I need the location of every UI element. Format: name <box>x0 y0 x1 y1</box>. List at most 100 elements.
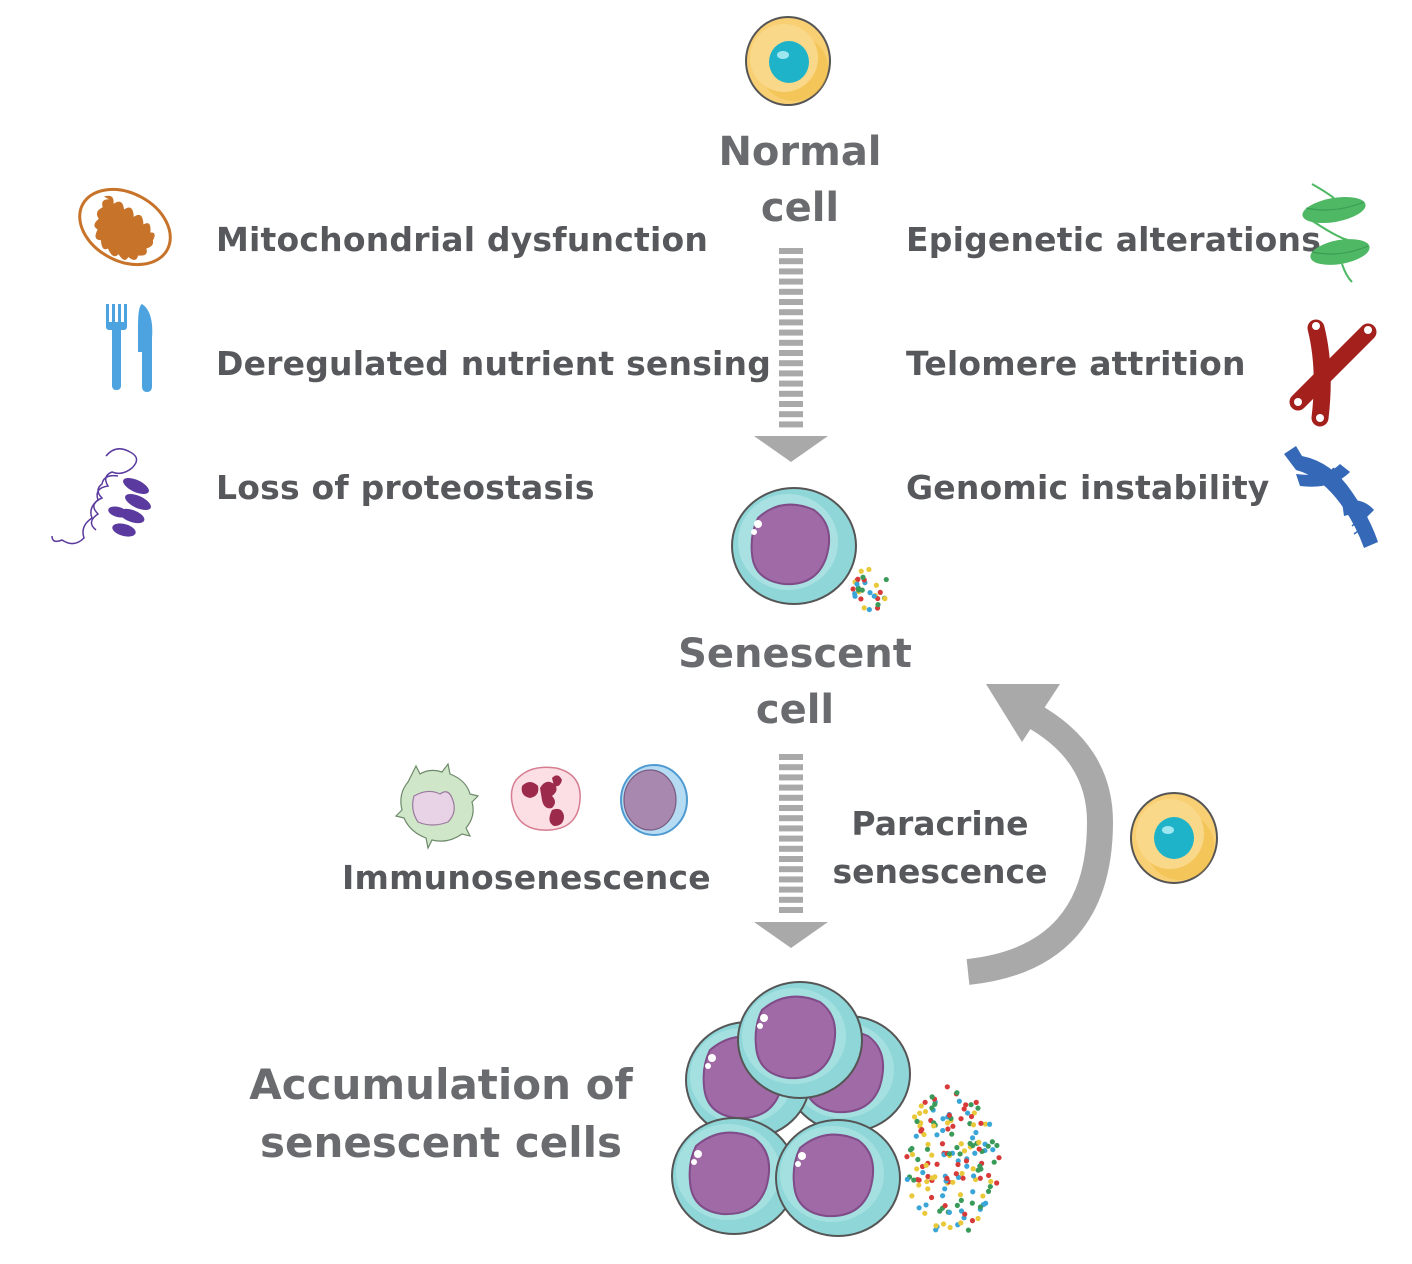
secretion-particle <box>976 1146 982 1152</box>
secretion-particle <box>942 1203 948 1209</box>
secretion-particle <box>961 1148 968 1154</box>
accumulation-line1: Accumulation of <box>249 1060 633 1109</box>
secretion-particle <box>968 1113 975 1120</box>
normal-cell-line1: Normal <box>718 129 882 175</box>
secretion-particle <box>925 1173 931 1180</box>
secretion-particle <box>949 1131 955 1137</box>
secretion-particle <box>973 1099 979 1105</box>
arrow-dash <box>779 329 803 336</box>
arrow-dash <box>779 309 803 316</box>
secretion-particle <box>946 1209 953 1216</box>
paracrine-senescence-label: Paracrine senescence <box>820 800 1060 896</box>
arrow-dash <box>779 784 803 791</box>
arrow-dash <box>779 774 803 781</box>
secretion-particle <box>866 606 872 613</box>
arrowhead-2 <box>754 922 828 948</box>
secretion-particle <box>970 1173 977 1179</box>
secretion-particle <box>934 1161 940 1167</box>
dashed-arrow-down-1 <box>754 248 828 462</box>
secretion-particle <box>921 1131 927 1138</box>
secretion-particle <box>916 1205 922 1211</box>
secretion-particle <box>950 1123 956 1129</box>
secretion-particle <box>976 1139 982 1145</box>
arrow-dash <box>779 907 803 913</box>
secretion-particle <box>909 1193 915 1199</box>
secretion-particle <box>916 1177 922 1183</box>
secretion-particle <box>955 1161 961 1168</box>
secretion-particle <box>985 1143 991 1149</box>
arrow-dash <box>779 866 803 873</box>
secretion-particle <box>911 1114 918 1120</box>
senescent-cell-cluster-icon <box>671 981 1002 1237</box>
secretion-particle <box>980 1193 986 1199</box>
secretion-particle <box>873 582 879 588</box>
secretion-particle <box>944 1084 950 1090</box>
secretion-particle <box>922 1108 929 1115</box>
secretion-particle <box>972 1150 978 1156</box>
hallmark-loss-of-proteostasis: Loss of proteostasis <box>216 468 595 507</box>
senescent-cell-label: Senescent cell <box>660 626 930 738</box>
secretion-particle <box>940 1221 947 1227</box>
arrow-dash <box>779 825 803 832</box>
arrow-dash <box>779 856 803 862</box>
secretion-particle <box>969 1135 976 1141</box>
arrow-dash <box>779 835 803 842</box>
chromosome-icon <box>1289 319 1377 427</box>
secretion-particle <box>988 1178 994 1185</box>
secretion-particle <box>859 587 865 593</box>
secretion-particle <box>986 1121 993 1127</box>
secretion-particle <box>909 1151 916 1158</box>
accumulation-label: Accumulation of senescent cells <box>236 1056 646 1172</box>
secretion-particle <box>937 1208 943 1214</box>
secretion-particle <box>987 1183 993 1190</box>
secretion-particle <box>963 1158 970 1164</box>
curved-arrow-paracrine <box>966 684 1114 985</box>
secretion-particle <box>924 1178 930 1185</box>
arrow-dash <box>779 805 803 811</box>
arrow-dash <box>779 350 803 356</box>
secretion-particle <box>923 1162 929 1168</box>
hallmark-telomere-attrition: Telomere attrition <box>906 344 1246 383</box>
secretion-particle <box>928 1194 935 1201</box>
secretion-particle <box>947 1224 953 1231</box>
secretion-particle <box>958 1208 965 1214</box>
secretion-particle <box>939 1141 946 1147</box>
hallmark-mitochondrial-dysfunction: Mitochondrial dysfunction <box>216 220 709 259</box>
secretion-particle <box>883 576 889 583</box>
secretion-particle <box>904 1176 910 1182</box>
secretion-particle <box>882 596 888 602</box>
paracrine-line2: senescence <box>832 852 1048 891</box>
secretion-particle <box>850 586 856 592</box>
secretion-particle <box>858 596 864 602</box>
secretion-particle <box>867 590 873 596</box>
secretion-particle <box>970 1189 976 1195</box>
secretion-particle <box>925 1141 931 1147</box>
secretion-particle <box>924 1146 931 1152</box>
secretion-particle <box>877 589 883 595</box>
nucleosome-icon <box>1302 183 1370 283</box>
arrow-dash <box>779 794 803 801</box>
lymphocyte-icon <box>620 764 688 836</box>
arrow-dash <box>779 268 803 275</box>
normal-cell-icon <box>745 16 831 106</box>
secretion-particle <box>852 593 858 599</box>
secretion-particle <box>958 1116 964 1122</box>
secretion-particle <box>977 1175 983 1181</box>
secretion-particle <box>911 1177 917 1183</box>
secretion-particle <box>858 568 864 574</box>
secretion-particle <box>944 1120 951 1126</box>
secretion-particle <box>904 1154 910 1160</box>
secretion-particle <box>958 1220 964 1226</box>
arrow-dash <box>779 421 803 428</box>
paracrine-line1: Paracrine <box>851 804 1029 843</box>
secretion-particle <box>956 1098 962 1104</box>
secretion-particle <box>929 1105 935 1111</box>
arrow-dash <box>779 411 803 418</box>
secretion-particle <box>969 1218 976 1224</box>
arrow-dash <box>779 845 803 852</box>
hallmark-epigenetic-alterations: Epigenetic alterations <box>906 220 1322 259</box>
secretion-particle <box>860 574 866 580</box>
secretion-particle <box>975 1105 981 1111</box>
mitochondrion-icon <box>78 187 172 267</box>
secretion-particle <box>963 1102 969 1108</box>
